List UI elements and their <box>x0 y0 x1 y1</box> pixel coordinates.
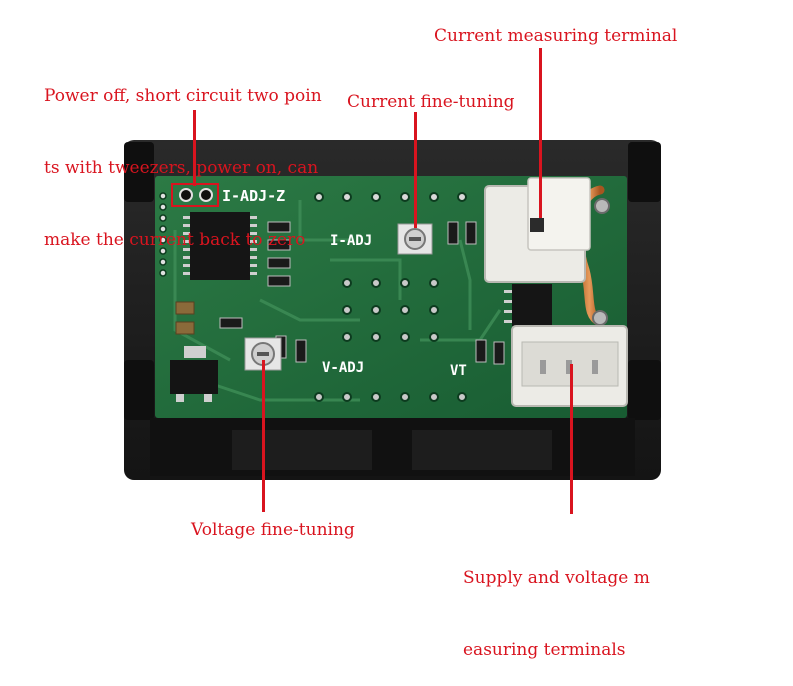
callout-zero-reset-line-2: ts with tweezers, power on, can <box>44 158 319 178</box>
silk-label-voltage-adj: V-ADJ <box>322 360 364 376</box>
callout-zero-reset-line-1: Power off, short circuit two poin <box>44 86 322 106</box>
silk-label-terminal: VT <box>450 363 467 379</box>
leader-current-tuning <box>414 112 417 228</box>
voltage-trimmer-pot <box>244 337 282 371</box>
callout-zero-reset: Power off, short circuit two poin ts wit… <box>44 36 322 276</box>
leader-voltage-tuning <box>262 360 265 512</box>
callout-current-terminal: Current measuring terminal <box>434 26 678 46</box>
callout-supply-line-1: Supply and voltage m <box>463 568 650 588</box>
main-chip <box>183 212 257 280</box>
leader-zero-reset <box>193 110 196 186</box>
silk-label-zero: I-ADJ-Z <box>222 187 285 205</box>
circuit-board: I-ADJ-Z I-ADJ V-ADJ VT <box>155 176 628 418</box>
callout-supply-terminals: Supply and voltage m easuring terminals <box>463 518 650 686</box>
callout-current-tuning: Current fine-tuning <box>347 92 515 112</box>
callout-voltage-tuning: Voltage fine-tuning <box>191 520 355 540</box>
silk-label-current-adj: I-ADJ <box>330 233 372 249</box>
current-trimmer-pot <box>397 223 433 255</box>
leader-supply-terminals <box>570 364 573 514</box>
callout-zero-reset-line-3: make the current back to zero <box>44 230 306 250</box>
current-terminal-connector <box>484 177 591 283</box>
leader-current-terminal <box>539 48 542 218</box>
callout-supply-line-2: easuring terminals <box>463 640 626 660</box>
pcb-photo: I-ADJ-Z I-ADJ V-ADJ VT <box>124 140 661 480</box>
regulator-chip <box>170 346 218 402</box>
